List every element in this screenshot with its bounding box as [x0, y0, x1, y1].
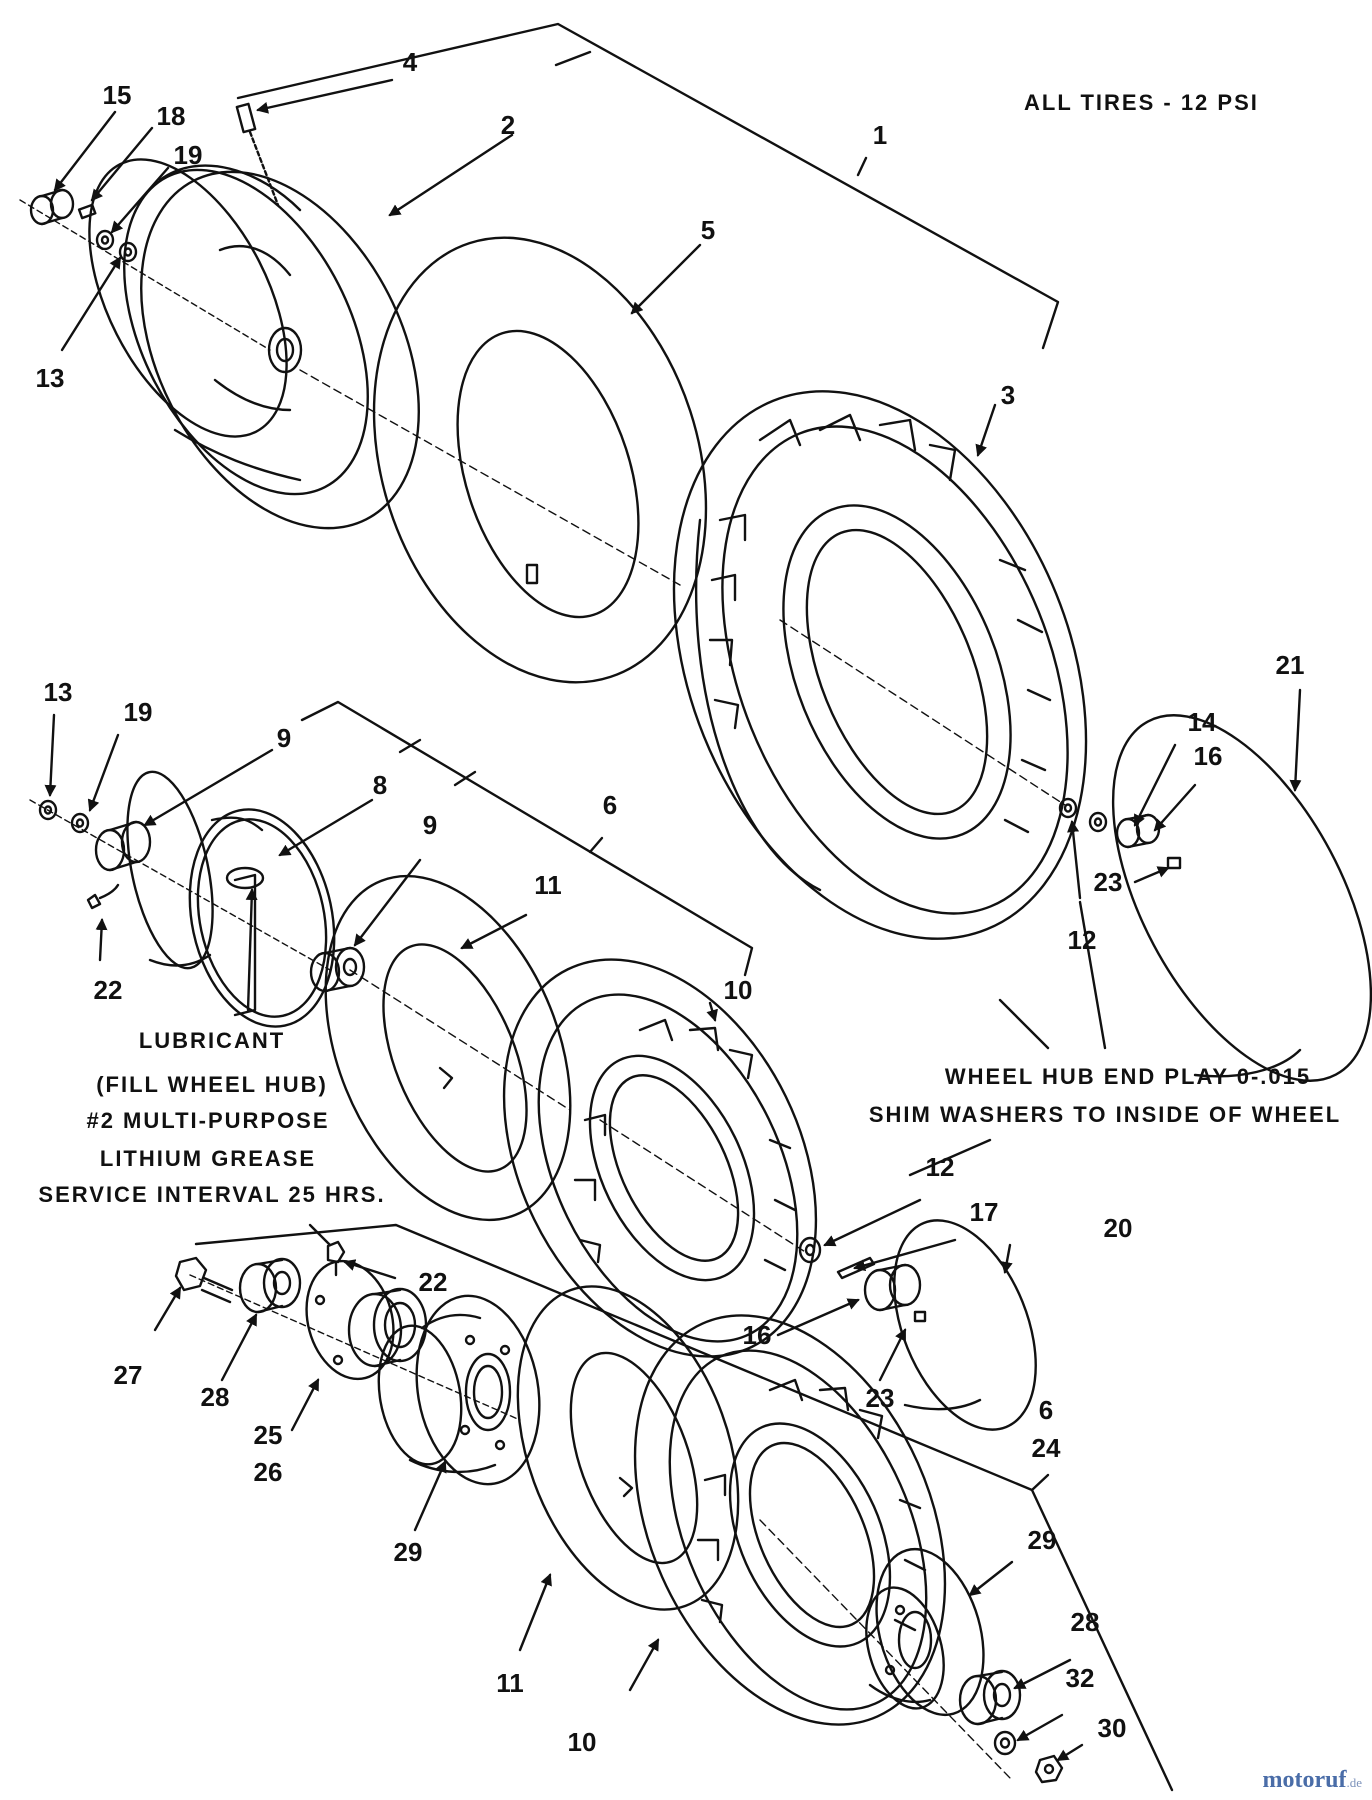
callout-18: 18 — [156, 101, 186, 131]
tire-middle — [502, 958, 818, 1358]
callout-9-left: 9 — [276, 723, 292, 753]
inner-tube-bottom — [516, 1285, 740, 1611]
callout-20: 20 — [1103, 1213, 1133, 1243]
callout-6-bottom: 6 — [1038, 1395, 1054, 1425]
rim-bottom — [759, 1519, 1011, 1779]
callout-32: 32 — [1065, 1663, 1095, 1693]
callout-15: 15 — [102, 80, 132, 110]
watermark-logo: motoruf.de — [1262, 1767, 1362, 1794]
bracket-6-leader — [398, 738, 422, 754]
hub-parts-top — [19, 188, 271, 351]
callout-12-middle: 12 — [925, 1152, 955, 1182]
bracket-6-leader3 — [588, 836, 604, 854]
axle-parts-bottom — [958, 1669, 1064, 1784]
shim-washer-note: SHIM WASHERS TO INSIDE OF WHEEL — [868, 1102, 1342, 1127]
callout-9-right: 9 — [422, 810, 438, 840]
callout-6-middle: 6 — [602, 790, 618, 820]
tire-pressure-note: ALL TIRES - 12 PSI — [1024, 90, 1259, 115]
tire-bottom — [633, 1314, 947, 1726]
inner-tube-top — [299, 236, 708, 684]
callout-22-lower: 22 — [418, 1267, 448, 1297]
rim-top — [88, 158, 420, 530]
callout-10-bottom: 10 — [567, 1727, 597, 1757]
bracket-6-top — [300, 700, 754, 977]
callout-3: 3 — [1000, 380, 1016, 410]
bracket-bottom-leader — [1030, 1473, 1050, 1492]
watermark-tld: .de — [1346, 1775, 1362, 1790]
callout-24: 24 — [1031, 1433, 1061, 1463]
axle-parts-right — [1058, 797, 1161, 849]
callout-11-bottom: 11 — [496, 1668, 524, 1698]
callout-25: 25 — [253, 1420, 283, 1450]
leader-arrows — [44, 78, 1302, 1762]
bracket-1-tick — [856, 156, 868, 177]
lubricant-note-1: LUBRICANT — [138, 1028, 286, 1053]
callout-23-middle: 23 — [865, 1383, 895, 1413]
bracket-1-leader — [554, 50, 592, 67]
callout-28-right: 28 — [1070, 1607, 1100, 1637]
callout-16-right: 16 — [1193, 741, 1223, 771]
callout-5: 5 — [700, 215, 716, 245]
lubricant-note-4: LITHIUM GREASE — [99, 1146, 317, 1171]
bracket-1 — [236, 22, 1060, 350]
callout-29-left: 29 — [393, 1537, 423, 1567]
bearing-middle — [309, 946, 366, 993]
callout-4: 4 — [402, 47, 418, 77]
callout-23-right: 23 — [1093, 867, 1123, 897]
callout-21: 21 — [1275, 650, 1305, 680]
callout-12-right: 12 — [1067, 925, 1097, 955]
axle-parts-middle — [798, 1219, 1037, 1431]
callout-26: 26 — [253, 1457, 283, 1487]
bearing-bottom-left — [238, 1257, 302, 1314]
callout-19-top: 19 — [173, 140, 203, 170]
lubricant-note-5: SERVICE INTERVAL 25 HRS. — [38, 1182, 386, 1207]
watermark-brand: motoruf — [1262, 1767, 1347, 1793]
lubricant-note-3: #2 MULTI-PURPOSE — [86, 1108, 330, 1133]
callout-10-middle: 10 — [723, 975, 753, 1005]
callout-29-right: 29 — [1027, 1525, 1057, 1555]
callout-2: 2 — [500, 110, 516, 140]
callout-1: 1 — [872, 120, 888, 150]
bracket-bottom — [194, 1223, 1174, 1792]
callout-8: 8 — [372, 770, 388, 800]
lubricant-note-2: (FILL WHEEL HUB) — [96, 1072, 328, 1097]
callout-14: 14 — [1187, 707, 1217, 737]
drum-bottom — [377, 1294, 541, 1486]
callout-22-upper: 22 — [93, 975, 123, 1005]
hub-parts-middle — [29, 799, 331, 971]
callout-27: 27 — [113, 1360, 143, 1390]
callout-17: 17 — [969, 1197, 999, 1227]
callout-28-left: 28 — [200, 1382, 230, 1412]
rim-middle — [126, 770, 336, 1028]
callout-30: 30 — [1097, 1713, 1127, 1743]
hub-cap-right — [1111, 714, 1372, 1082]
callout-13-top: 13 — [35, 363, 65, 393]
callout-11-middle: 11 — [534, 870, 562, 900]
callout-16-middle: 16 — [742, 1320, 772, 1350]
end-play-note: WHEEL HUB END PLAY 0-.015 — [944, 1064, 1312, 1089]
grease-fitting-lower — [308, 1223, 346, 1277]
inner-tube-middle — [324, 874, 572, 1222]
bracket-6-leader2 — [453, 770, 477, 787]
callout-13-middle: 13 — [43, 677, 73, 707]
valve-stem-top — [235, 102, 280, 207]
callout-19-middle: 19 — [123, 697, 153, 727]
hub-bottom — [305, 1259, 428, 1381]
tire-top — [672, 390, 1088, 940]
